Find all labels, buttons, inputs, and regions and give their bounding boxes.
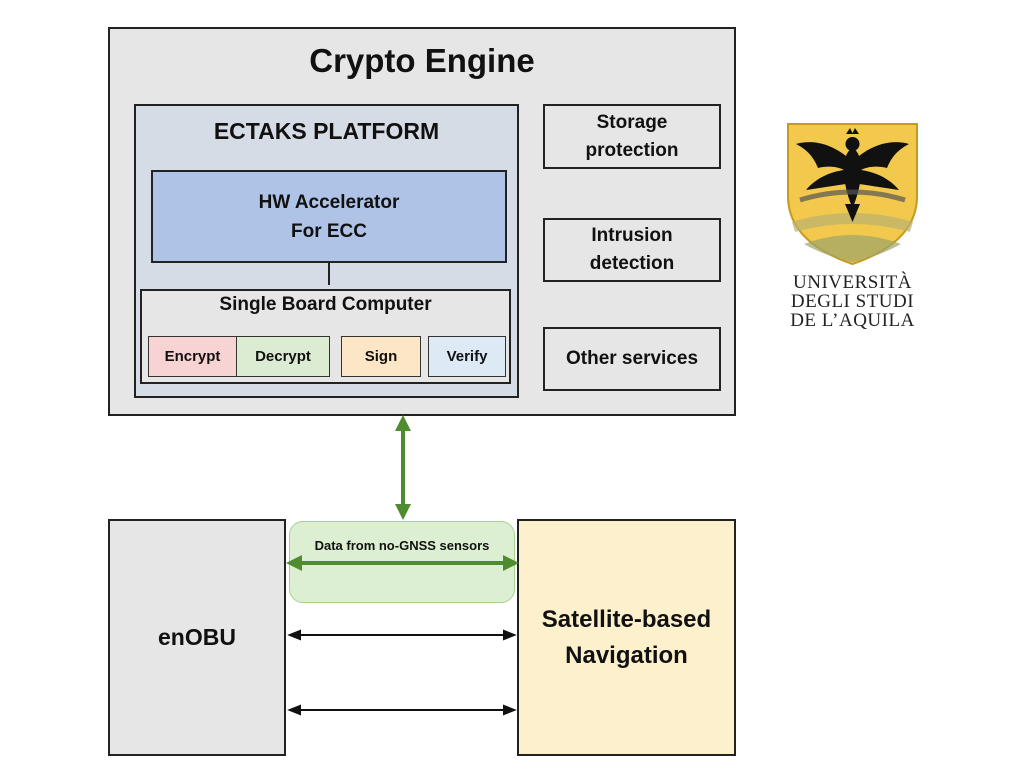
enobu-box: enOBU (108, 519, 286, 756)
ectaks-platform-title: ECTAKS PLATFORM (213, 118, 440, 144)
hw-accelerator-box: HW Accelerator For ECC (151, 170, 507, 263)
intrusion-detection-label: Intrusion detection (589, 225, 675, 274)
hw-accelerator-line1: HW Accelerator (258, 191, 400, 213)
university-name-line2: DEGLI STUDI (790, 291, 915, 312)
single-board-computer-title: Single Board Computer (219, 294, 432, 315)
sign-box: Sign (341, 336, 421, 377)
satellite-navigation-line1: Satellite-based (541, 605, 712, 633)
enobu-label: enOBU (158, 624, 236, 650)
university-name: UNIVERSITÀ DEGLI STUDI DE L’AQUILA (760, 273, 945, 330)
hw-accelerator-line2: For ECC (290, 220, 367, 242)
encrypt-box: Encrypt (148, 336, 237, 377)
satellite-navigation-line2: Navigation (565, 641, 688, 669)
hw-to-sbc-connector (328, 263, 330, 285)
other-services-box: Other services (543, 327, 721, 391)
satellite-navigation-box: Satellite-based Navigation (517, 519, 736, 756)
intrusion-detection-box: Intrusion detection (543, 218, 721, 282)
storage-protection-box: Storage protection (543, 104, 721, 169)
university-name-line3: DE L’AQUILA (790, 310, 915, 331)
decrypt-box: Decrypt (236, 336, 330, 377)
sensor-data-label: Data from no-GNSS sensors (314, 538, 490, 553)
crypto-engine-title: Crypto Engine (309, 42, 535, 79)
other-services-label: Other services (565, 348, 699, 369)
university-crest-logo (787, 123, 918, 266)
university-name-line1: UNIVERSITÀ (793, 272, 912, 293)
storage-protection-label: Storage protection (585, 111, 679, 161)
verify-box: Verify (428, 336, 506, 377)
